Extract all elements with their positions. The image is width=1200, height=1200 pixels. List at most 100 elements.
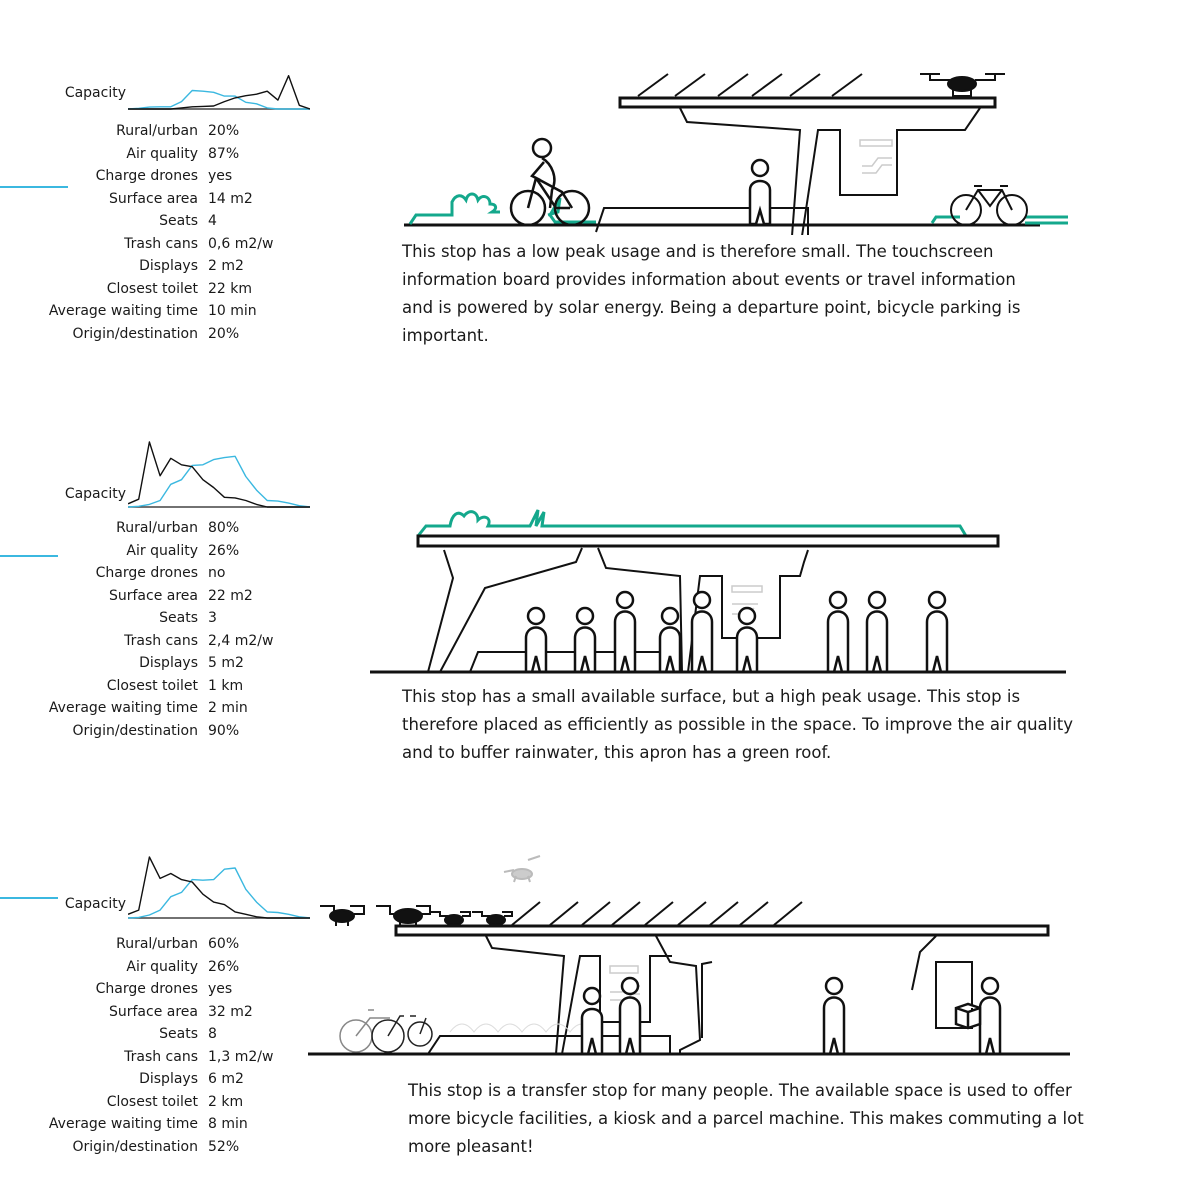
drone-icon xyxy=(472,911,513,926)
solar-panel-icons xyxy=(637,73,863,97)
stat-label: Surface area xyxy=(108,190,198,207)
stat-label: Trash cans xyxy=(124,235,198,252)
stat-row: Rural/urban 80% xyxy=(0,517,320,540)
stop-description: This stop has a low peak usage and is th… xyxy=(402,242,1021,345)
person-icon xyxy=(618,976,642,1056)
capacity-label: Capacity xyxy=(64,896,126,912)
cyclist-icon xyxy=(509,137,591,227)
stat-row: Displays 2 m2 xyxy=(0,255,320,278)
stat-label: Origin/destination xyxy=(72,1138,198,1155)
sparkline-series-black xyxy=(128,441,310,508)
person-icon xyxy=(735,606,759,674)
stat-value: 8 xyxy=(208,1026,217,1042)
stat-label: Surface area xyxy=(108,587,198,604)
stat-value: 90% xyxy=(208,722,240,739)
solar-panel-icons xyxy=(511,901,803,926)
stat-row: Rural/urban 20% xyxy=(0,120,320,143)
stat-value: 20% xyxy=(208,123,240,139)
drone-icon xyxy=(430,911,471,926)
charging-drones xyxy=(320,905,513,926)
stat-value: 2 min xyxy=(208,700,248,716)
stat-label: Trash cans xyxy=(124,632,198,649)
illustration-green-roof-stop xyxy=(370,509,1066,674)
person-icon xyxy=(822,976,846,1056)
bicycle-rack xyxy=(339,1009,595,1053)
stat-row: Trash cans 0,6 m2/w xyxy=(0,233,320,256)
stat-value: 0,6 m2/w xyxy=(208,235,274,252)
stat-row: Surface area 22 m2 xyxy=(0,585,320,608)
stat-label: Closest toilet xyxy=(106,1093,198,1110)
parcel-icon xyxy=(954,1002,982,1030)
accent-line xyxy=(0,897,58,899)
stat-label: Charge drones xyxy=(95,168,198,184)
kiosk-window xyxy=(935,961,973,1029)
flying-drone-icon xyxy=(503,855,541,883)
stat-row: Rural/urban 60% xyxy=(0,933,320,956)
stat-label: Displays xyxy=(139,1071,198,1087)
stat-label: Air quality xyxy=(126,958,198,975)
stat-label: Average waiting time xyxy=(48,1116,198,1132)
parked-bicycle-icon xyxy=(950,185,1028,226)
stat-value: 3 xyxy=(208,610,217,626)
sparkline-series-blue xyxy=(128,867,310,919)
stat-label: Average waiting time xyxy=(48,700,198,716)
shelter-structure xyxy=(427,935,937,1055)
stat-label: Seats xyxy=(159,1026,198,1042)
capacity-sparkline xyxy=(128,856,310,919)
stat-value: 87% xyxy=(208,145,240,162)
person-icon xyxy=(613,590,637,674)
stat-value: 26% xyxy=(208,958,240,975)
stat-label: Closest toilet xyxy=(106,280,198,297)
accent-line xyxy=(0,186,68,188)
stat-value: 2 m2 xyxy=(208,258,244,274)
stat-value: 22 km xyxy=(208,280,253,297)
sparkline-series-black xyxy=(128,856,310,919)
stat-label: Charge drones xyxy=(95,981,198,997)
green-roof xyxy=(416,509,968,537)
stat-label: Rural/urban xyxy=(116,520,198,536)
stop-section-3: Capacity Rural/urban 60% Air quality 26% Cha… xyxy=(0,800,1200,1200)
shelter-structure xyxy=(427,547,809,673)
roof-slab xyxy=(618,96,997,109)
stat-label: Trash cans xyxy=(124,1048,198,1065)
stat-value: 1 km xyxy=(208,677,244,694)
stat-label: Surface area xyxy=(108,1003,198,1020)
stop-description: This stop is a transfer stop for many pe… xyxy=(408,1081,1084,1156)
stat-label: Displays xyxy=(139,258,198,274)
stat-value: 60% xyxy=(208,936,240,952)
person-icon xyxy=(573,606,597,674)
people xyxy=(580,976,1002,1056)
stat-label: Displays xyxy=(139,655,198,671)
stat-label: Charge drones xyxy=(95,565,198,581)
stat-value: no xyxy=(208,565,226,581)
stat-row: Origin/destination 20% xyxy=(0,323,320,346)
drone-icon xyxy=(920,73,1005,97)
stat-label: Origin/destination xyxy=(72,325,198,342)
stat-value: 22 m2 xyxy=(208,587,253,604)
illustration-transfer-stop xyxy=(308,855,1070,1056)
person-icon xyxy=(826,590,850,674)
capacity-sparkline xyxy=(128,441,310,508)
stop-description: This stop has a small available surface,… xyxy=(402,687,1074,762)
person-with-parcel-icon xyxy=(954,976,1002,1056)
stat-value: 10 min xyxy=(208,303,257,319)
stat-label: Rural/urban xyxy=(116,936,198,952)
crowd-of-people xyxy=(524,590,949,674)
stat-label: Rural/urban xyxy=(116,123,198,139)
person-icon xyxy=(925,590,949,674)
stat-value: 20% xyxy=(208,325,240,342)
stat-value: 80% xyxy=(208,520,240,536)
